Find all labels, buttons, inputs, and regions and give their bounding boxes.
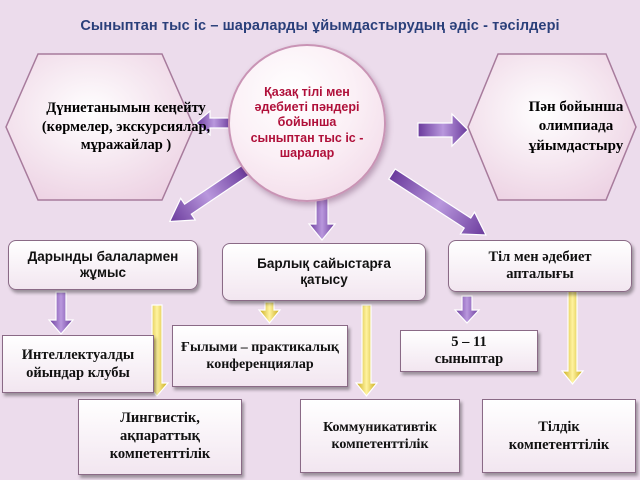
box-classes-label: 5 – 11 сыныптар (434, 333, 504, 367)
hex-worldview-shape (5, 53, 195, 201)
arrow-contests-conf (257, 301, 282, 324)
box-language-competence-label: Тілдік компетенттілік (508, 418, 610, 453)
box-communicative-label: Коммуникативтік компетенттілік (323, 419, 437, 453)
box-lit-week-label: Тіл мен әдебиет апталығы (488, 248, 592, 282)
box-conferences: Ғылыми – практикалық конференциялар (172, 325, 348, 387)
arrow-down-right (387, 168, 487, 236)
box-linguistic-label: Лингвистік, ақпараттық компетенттілік (109, 410, 211, 462)
box-club-label: Интеллектуалды ойындар клубы (21, 346, 135, 381)
box-gifted: Дарынды балалармен жұмыс (8, 240, 198, 290)
box-club: Интеллектуалды ойындар клубы (2, 335, 154, 393)
box-linguistic: Лингвистік, ақпараттық компетенттілік (78, 399, 242, 475)
box-classes: 5 – 11 сыныптар (400, 330, 538, 372)
box-contests-label: Барлық сайыстарға қатысу (257, 255, 391, 287)
hex-olympiad-label: Пән бойынша олимпиада ұйымдастыру (528, 99, 624, 154)
box-language-competence: Тілдік компетенттілік (482, 399, 636, 473)
arrow-contests-comm (354, 304, 379, 397)
box-lit-week: Тіл мен әдебиет апталығы (448, 240, 632, 292)
arrow-week-classes (453, 295, 481, 324)
box-conferences-label: Ғылыми – практикалық конференциялар (181, 339, 339, 372)
hex-olympiad: Пән бойынша олимпиада ұйымдастыру (466, 52, 638, 202)
hex-worldview-label: Дүниетанымын кеңейту (көрмелер, экскурси… (41, 100, 211, 154)
arrow-down-center (307, 195, 337, 241)
box-communicative: Коммуникативтік компетенттілік (300, 399, 460, 473)
box-contests: Барлық сайыстарға қатысу (222, 243, 426, 301)
hex-olympiad-shape (467, 53, 637, 201)
hex-worldview: Дүниетанымын кеңейту (көрмелер, экскурси… (4, 52, 210, 202)
arrow-gifted-club (47, 291, 75, 335)
arrow-down-left (168, 164, 251, 223)
center-topic: Қазақ тілі мен әдебиеті пәндері бойынша … (228, 44, 386, 202)
page-title: Сыныптан тыс іс – шараларды ұйымдастыруд… (80, 18, 560, 34)
arrow-right (417, 112, 469, 148)
center-topic-label: Қазақ тілі мен әдебиеті пәндері бойынша … (250, 84, 364, 160)
box-gifted-label: Дарынды балалармен жұмыс (27, 249, 179, 280)
